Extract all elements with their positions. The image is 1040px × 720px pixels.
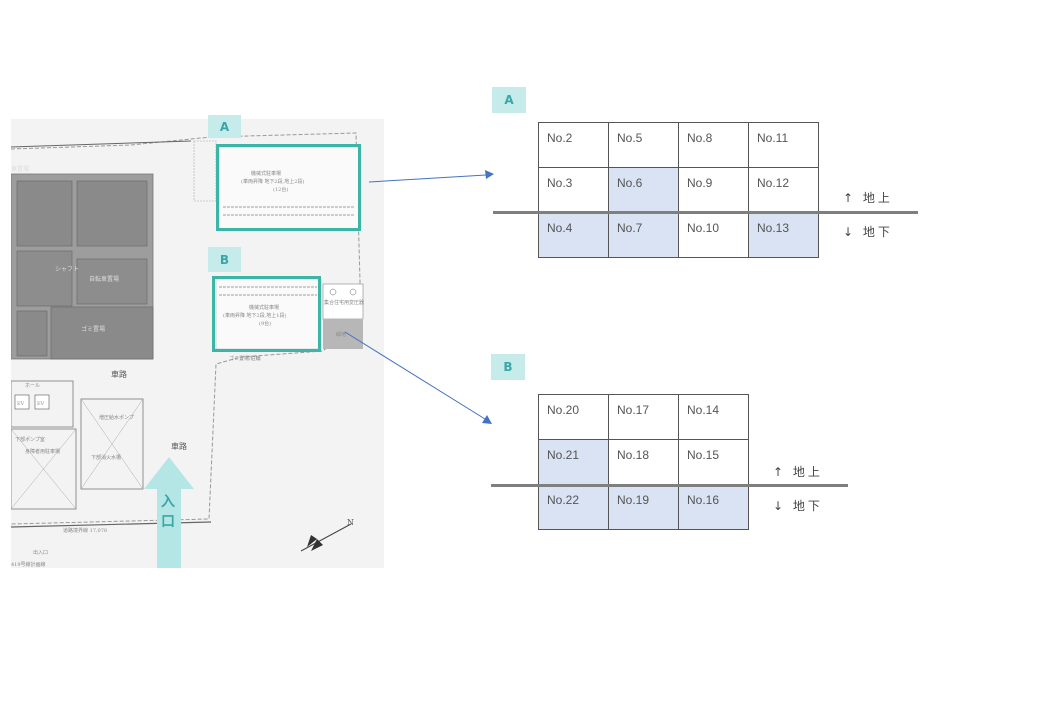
parking-space-cell[interactable]: No.3 [538, 167, 609, 213]
parking-space-cell[interactable]: No.18 [608, 439, 679, 485]
label-mech-a-sub: (車両昇降 地下2段,地上2段) [241, 178, 304, 185]
label-parking-left: 車置場 [11, 165, 29, 173]
plan-badge-b: B [208, 247, 241, 272]
label-garbage-station: ゴミ置場/駐輪 [229, 355, 261, 362]
label-road-1: 車路 [111, 369, 127, 379]
label-tank: 下部消火水槽 [91, 454, 121, 461]
site-plan: 車置場 シャフト 自転車置場 ゴミ置場 機械式駐車場 (車両昇降 地下2段,地上… [11, 119, 384, 568]
parking-space-cell[interactable]: No.11 [748, 122, 819, 168]
label-mech-b-count: (9台) [259, 320, 271, 327]
label-ev-2: EV [37, 401, 45, 407]
parking-space-cell[interactable]: No.9 [678, 167, 749, 213]
site-plan-drawing: 車置場 シャフト 自転車置場 ゴミ置場 機械式駐車場 (車両昇降 地下2段,地上… [11, 132, 364, 568]
compass-icon: N [300, 518, 354, 552]
label-booster: 増圧給水ポンプ [99, 414, 134, 421]
label-green: 緑地 [336, 331, 346, 338]
connector-a-arrowhead-icon [485, 170, 494, 179]
parking-space-cell[interactable]: No.19 [608, 484, 679, 530]
connector-b-line [344, 331, 486, 420]
grid-b-above-label: ↑ 地上 [773, 465, 823, 479]
grid-b-ground-line [491, 484, 848, 487]
parking-space-cell[interactable]: No.17 [608, 394, 679, 440]
grid-a-ground-line [493, 211, 918, 214]
label-mech-b-sub: (車両昇降 地下2段,地上1段) [223, 312, 286, 319]
grid-a-below-label: ↓ 地下 [843, 225, 893, 239]
connector-b-arrowhead-icon [482, 415, 492, 424]
label-transformer: 集合住宅用変圧器 [324, 299, 364, 306]
parking-space-cell[interactable]: No.10 [678, 212, 749, 258]
parking-space-cell[interactable]: No.12 [748, 167, 819, 213]
parking-space-cell[interactable]: No.15 [678, 439, 749, 485]
grid-b-badge: B [491, 354, 525, 380]
parking-space-cell[interactable]: No.16 [678, 484, 749, 530]
grid-a-badge: A [492, 87, 526, 113]
label-road-2: 車路 [171, 441, 187, 451]
connector-a-line [368, 174, 487, 183]
parking-space-cell[interactable]: No.2 [538, 122, 609, 168]
parking-space-cell[interactable]: No.4 [538, 212, 609, 258]
plan-badge-a: A [208, 115, 241, 138]
label-garbage: ゴミ置場 [81, 325, 105, 333]
label-shaft: シャフト [55, 266, 79, 273]
parking-space-cell[interactable]: No.6 [608, 167, 679, 213]
label-plan-line: 419号線計画線 [11, 561, 46, 568]
grid-b-below-label: ↓ 地下 [773, 499, 823, 513]
label-exit: 出入口 [33, 549, 48, 556]
parking-space-cell[interactable]: No.14 [678, 394, 749, 440]
parking-space-cell[interactable]: No.8 [678, 122, 749, 168]
parking-space-cell[interactable]: No.7 [608, 212, 679, 258]
parking-space-cell[interactable]: No.20 [538, 394, 609, 440]
label-mech-a: 機械式駐車場 [251, 170, 281, 177]
entrance-label: 入口 [161, 494, 175, 530]
label-hall: ホール [25, 383, 40, 389]
parking-space-cell[interactable]: No.22 [538, 484, 609, 530]
label-ev-1: EV [17, 401, 25, 407]
label-north: N [347, 518, 354, 527]
parking-space-cell[interactable]: No.5 [608, 122, 679, 168]
label-pump-room: 下部ポンプ室 [15, 436, 45, 443]
label-mech-b: 機械式駐車場 [249, 304, 279, 311]
plan-area-a[interactable] [216, 144, 361, 231]
parking-space-cell[interactable]: No.13 [748, 212, 819, 258]
entrance-arrow-icon [144, 457, 194, 568]
parking-space-cell[interactable]: No.21 [538, 439, 609, 485]
label-mech-a-count: (12台) [273, 186, 288, 193]
grid-a-above-label: ↑ 地上 [843, 191, 893, 205]
plan-area-b[interactable] [212, 276, 321, 352]
label-parking-roof: 自転車置場 [89, 275, 119, 283]
label-boundary: 道路境界線 17,078 [63, 527, 107, 534]
label-disabled-parking: 身障者用駐車場 [25, 448, 60, 455]
